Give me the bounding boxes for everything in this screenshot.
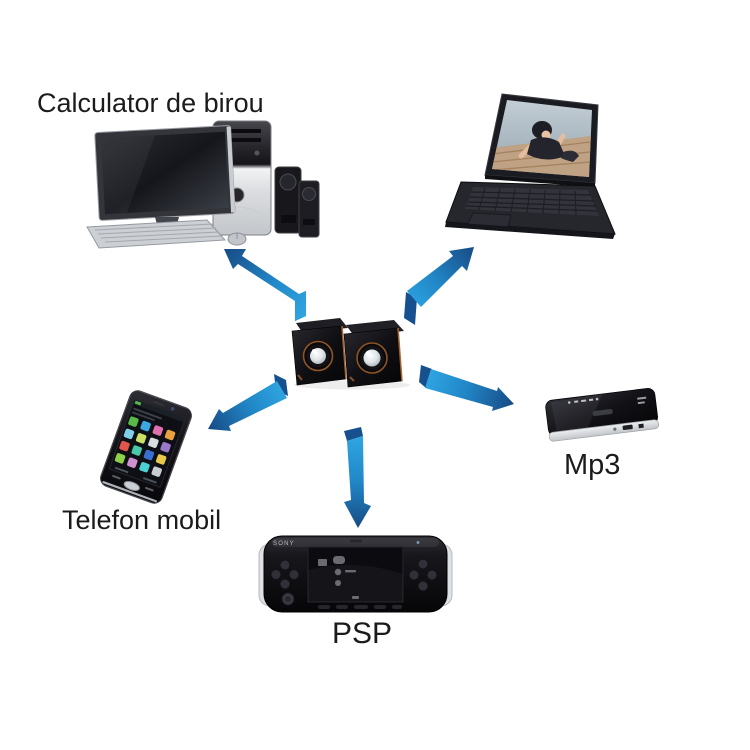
psp-dpad xyxy=(270,559,300,590)
phone-illustration xyxy=(97,387,195,507)
psp-screen xyxy=(307,546,404,603)
mp3-usb-port xyxy=(622,424,633,431)
phone-screen xyxy=(108,398,187,488)
phone-earpiece xyxy=(152,400,165,407)
psp-illustration: SONY xyxy=(258,528,453,623)
laptop-keyboard xyxy=(465,187,599,216)
phone-softkey-right xyxy=(144,486,154,492)
desktop-mouse xyxy=(227,232,247,246)
laptop-illustration xyxy=(445,90,630,245)
psp-power-led xyxy=(416,541,420,544)
phone-label: Telefon mobil xyxy=(62,505,222,535)
psp-bottom-buttons xyxy=(318,605,402,609)
mp3-label: Mp3 xyxy=(564,449,621,481)
phone-softkey-left xyxy=(112,474,121,480)
phone-home-button xyxy=(123,480,140,491)
desktop-speakers xyxy=(274,166,320,238)
psp-analog-stick xyxy=(281,592,295,606)
laptop-front-edge xyxy=(445,222,615,239)
arrow-to-phone-icon xyxy=(208,374,288,431)
arrow-to-mp3-icon xyxy=(419,365,514,411)
phone-camera-icon xyxy=(170,407,175,411)
mp3-player-illustration xyxy=(543,382,663,448)
mp3-brand-mark xyxy=(592,409,613,416)
desktop-label: Calculator de birou xyxy=(37,88,264,118)
phone-bottom-edge xyxy=(102,481,158,503)
psp-action-buttons xyxy=(408,558,438,592)
psp-screen-icons xyxy=(318,556,359,599)
desktop-computer-illustration xyxy=(85,115,335,250)
laptop-hinge xyxy=(485,175,595,187)
laptop-screen-photo xyxy=(492,100,592,177)
phone-app-icons xyxy=(114,416,176,477)
desktop-keyboard xyxy=(86,219,227,249)
psp-top-notch xyxy=(350,539,362,543)
mp3-top-markings xyxy=(567,396,647,405)
speaker-cube-right xyxy=(343,320,404,388)
mp3-jack-port xyxy=(613,427,617,431)
arrow-to-psp-icon xyxy=(344,427,371,528)
speakers-illustration xyxy=(284,315,414,390)
arrow-to-laptop-icon xyxy=(404,247,474,325)
arrow-to-desktop-icon xyxy=(224,249,306,321)
psp-brand-text: SONY xyxy=(273,541,295,547)
mp3-card-slot xyxy=(638,423,644,429)
desktop-monitor xyxy=(94,125,236,221)
psp-label: PSP xyxy=(332,617,393,650)
speaker-cube-left xyxy=(291,318,348,386)
